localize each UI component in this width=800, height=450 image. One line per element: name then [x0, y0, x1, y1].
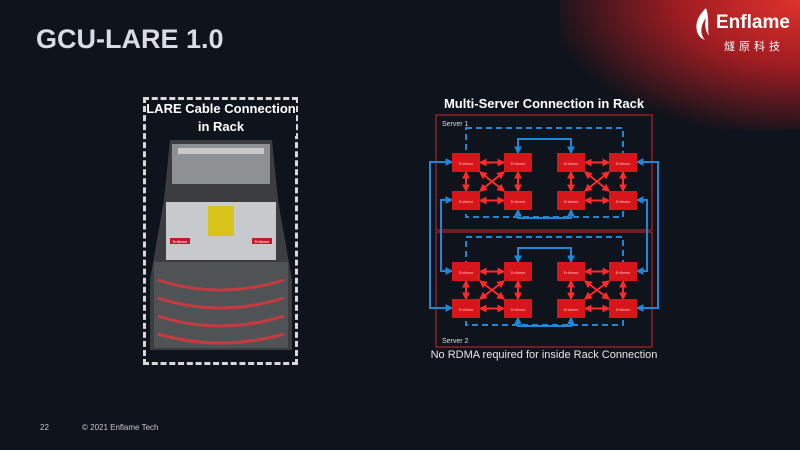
enflame-chip	[609, 153, 637, 172]
chip-label: Enflame	[459, 199, 474, 204]
enflame-chip	[504, 153, 532, 172]
rack-label: Enflame	[255, 239, 270, 244]
chip-label: Enflame	[459, 270, 474, 275]
diagram-title: Multi-Server Connection in Rack	[443, 96, 645, 111]
cross-server-cable	[635, 196, 648, 275]
page-number: 22	[40, 423, 49, 432]
chip-label: Enflame	[511, 161, 526, 166]
cable-link	[514, 208, 575, 219]
rack-photo: Enflame Enflame	[150, 140, 292, 350]
chip-label: Enflame	[459, 307, 474, 312]
chip-label: Enflame	[511, 199, 526, 204]
cross-server-cable	[440, 196, 454, 275]
cable-link	[514, 316, 575, 327]
logo-chinese-name: 燧原科技	[724, 41, 784, 53]
enflame-logo: Enflame 燧原科技	[694, 6, 794, 56]
chip-link	[478, 280, 506, 300]
server-1-label: Server 1	[442, 121, 469, 128]
chip-label: Enflame	[511, 270, 526, 275]
enflame-chip	[557, 153, 585, 172]
copyright: © 2021 Enflame Tech	[82, 423, 159, 432]
chip-link	[583, 280, 611, 300]
server-2-label: Server 2	[442, 338, 469, 345]
chip-label: Enflame	[616, 270, 631, 275]
enflame-chip	[452, 262, 480, 281]
flame-icon	[696, 8, 709, 40]
chip-label: Enflame	[616, 199, 631, 204]
cable-link	[514, 247, 575, 264]
enflame-chip	[609, 262, 637, 281]
chip-label: Enflame	[459, 161, 474, 166]
slide-title: GCU-LARE 1.0	[36, 24, 224, 54]
chip-label: Enflame	[564, 161, 579, 166]
logo-name: Enflame	[716, 12, 790, 33]
rack-frame	[143, 97, 298, 365]
diagram-caption: No RDMA required for inside Rack Connect…	[430, 349, 658, 361]
cable-link	[514, 138, 575, 155]
cross-server-cable	[635, 158, 659, 312]
chip-label: Enflame	[564, 199, 579, 204]
enflame-chip	[557, 191, 585, 210]
enflame-chip	[609, 299, 637, 318]
enflame-chip	[557, 299, 585, 318]
enflame-chip	[452, 191, 480, 210]
rack-panel-title: LARE Cable Connection in Rack	[146, 100, 296, 136]
chip-label: Enflame	[616, 307, 631, 312]
chip-label: Enflame	[564, 270, 579, 275]
rack-label: Enflame	[173, 239, 188, 244]
brand-glow	[560, 0, 800, 130]
enflame-chip	[504, 262, 532, 281]
server-1-box	[435, 114, 653, 231]
enflame-chip	[504, 191, 532, 210]
enflame-chip	[452, 153, 480, 172]
chip-label: Enflame	[511, 307, 526, 312]
enflame-chip	[609, 191, 637, 210]
chip-link	[583, 171, 611, 192]
chip-label: Enflame	[616, 161, 631, 166]
cable-loop	[465, 127, 624, 218]
enflame-chip	[452, 299, 480, 318]
cross-server-cable	[429, 158, 454, 312]
enflame-chip	[557, 262, 585, 281]
enflame-chip	[504, 299, 532, 318]
cable-loop	[465, 236, 624, 326]
chip-label: Enflame	[564, 307, 579, 312]
chip-link	[478, 171, 506, 192]
server-2-box	[435, 231, 653, 348]
